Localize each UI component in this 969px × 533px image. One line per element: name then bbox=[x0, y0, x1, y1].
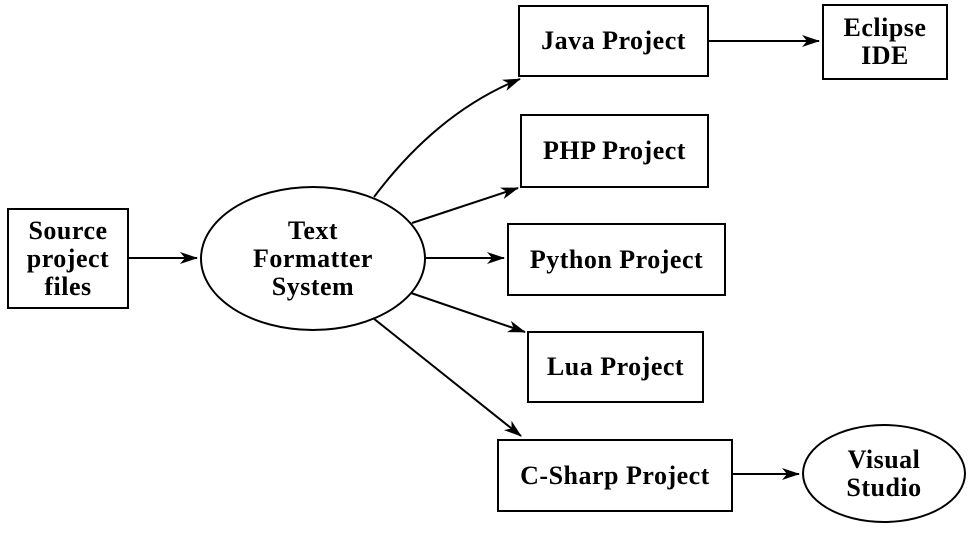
node-text-formatter-system-label: Text Formatter System bbox=[253, 215, 373, 301]
node-php-project: PHP Project bbox=[520, 114, 709, 188]
node-lua-project: Lua Project bbox=[527, 331, 704, 403]
node-eclipse-ide-label: Eclipse IDE bbox=[843, 13, 927, 70]
node-csharp-project-label: C-Sharp Project bbox=[520, 460, 710, 490]
node-source-project-files: Source project files bbox=[7, 208, 129, 309]
node-python-project-label: Python Project bbox=[529, 244, 704, 274]
node-csharp-project: C-Sharp Project bbox=[497, 439, 733, 512]
edge-system-to-java-arrow bbox=[373, 78, 521, 198]
node-visual-studio-label: Visual Studio bbox=[846, 444, 922, 502]
node-source-project-files-label: Source project files bbox=[26, 215, 110, 301]
node-java-project: Java Project bbox=[518, 5, 709, 77]
node-java-project-label: Java Project bbox=[541, 26, 686, 55]
node-php-project-label: PHP Project bbox=[543, 136, 686, 165]
node-python-project: Python Project bbox=[507, 223, 726, 296]
node-eclipse-ide: Eclipse IDE bbox=[822, 4, 948, 80]
edge-system-to-lua-arrow bbox=[410, 292, 526, 333]
edge-system-to-php-arrow bbox=[411, 187, 519, 224]
node-visual-studio: Visual Studio bbox=[802, 424, 966, 523]
node-text-formatter-system: Text Formatter System bbox=[200, 186, 426, 331]
edge-system-to-csharp-arrow bbox=[372, 317, 522, 437]
node-lua-project-label: Lua Project bbox=[546, 352, 685, 381]
